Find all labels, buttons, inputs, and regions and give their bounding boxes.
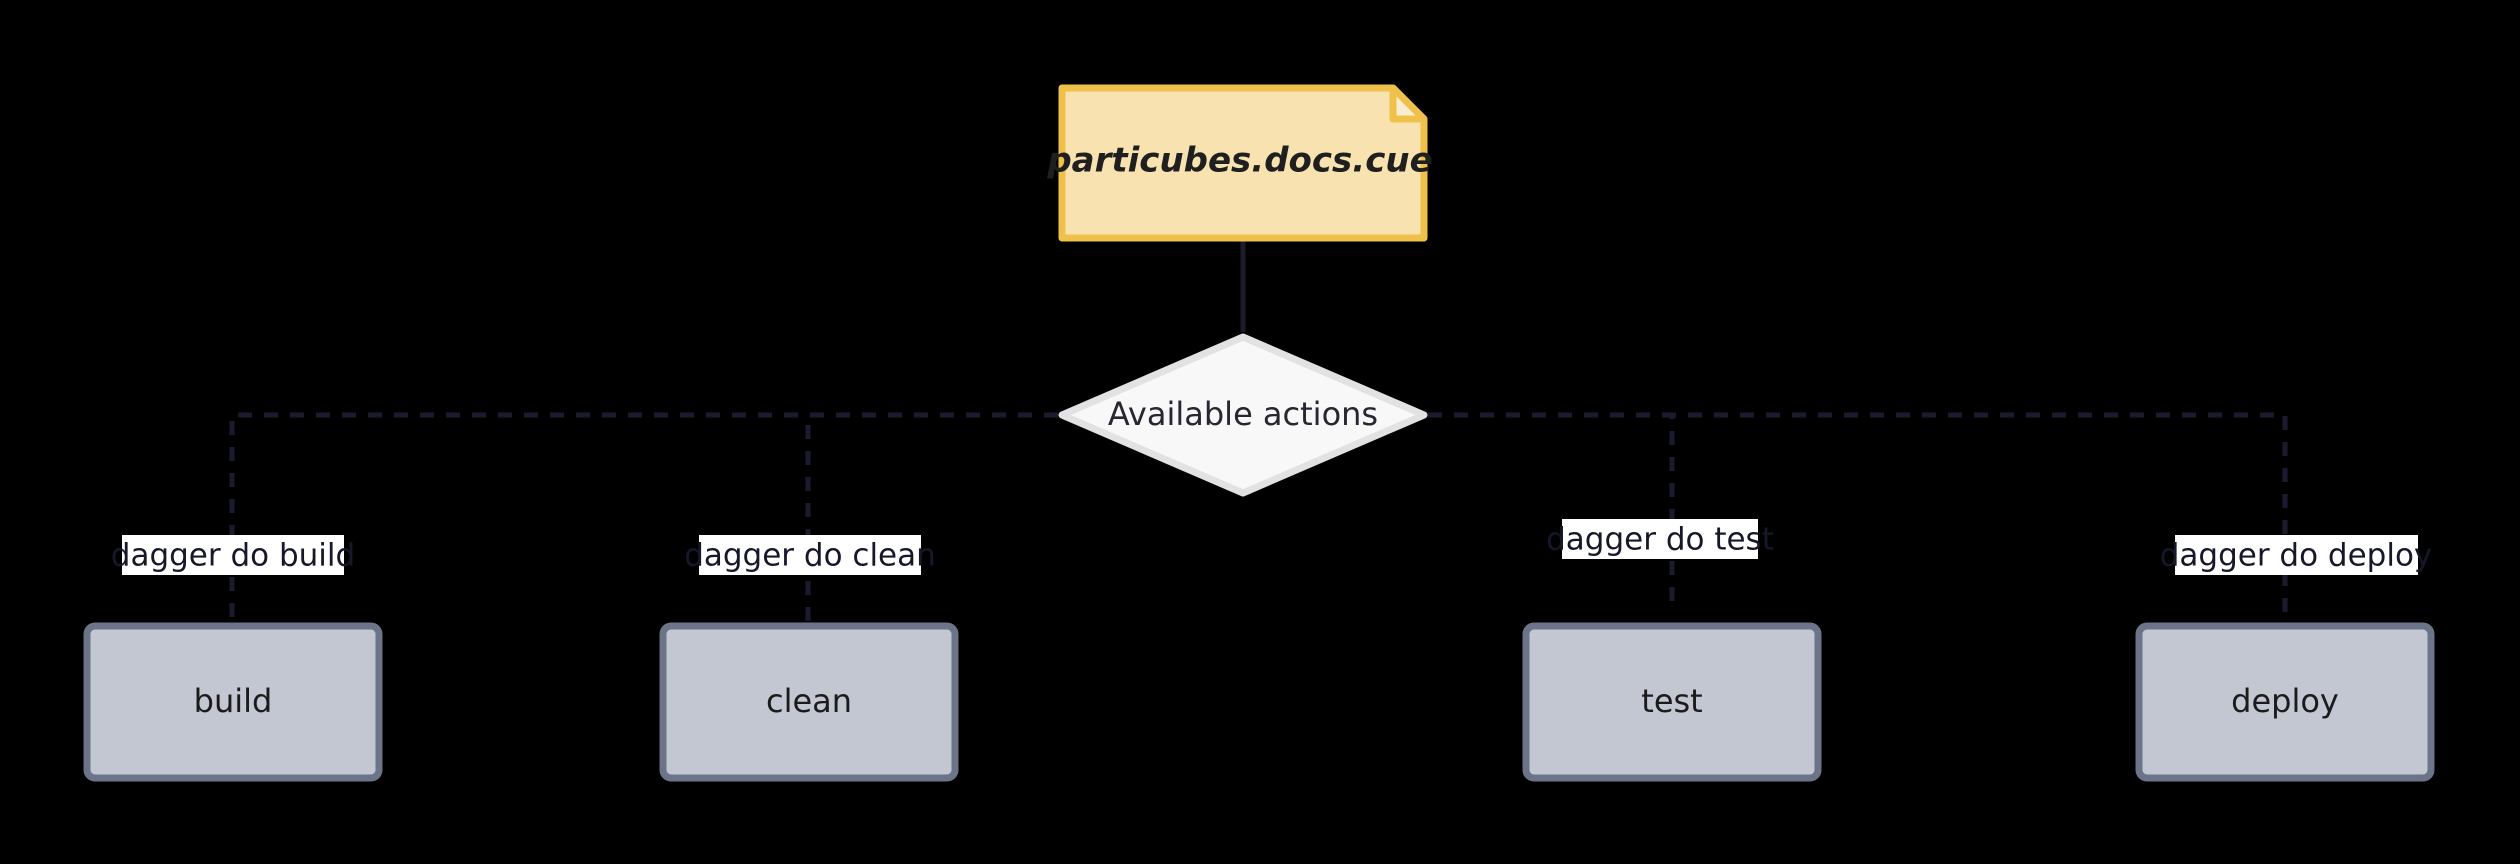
edge-label-clean: dagger do clean [684, 535, 936, 575]
edge-decision-to-test [1428, 412, 1675, 610]
edge-decision-to-clean [805, 412, 1058, 624]
edge-label-bg-deploy [2175, 535, 2418, 575]
node-source-note[interactable]: particubes.docs.cue [1046, 84, 1433, 242]
action-box-test [1522, 622, 1822, 782]
node-action-test[interactable]: test [1522, 622, 1822, 782]
note-fold-corner-icon [1389, 84, 1428, 123]
note-label: particubes.docs.cue [1046, 141, 1432, 181]
edge-label-text-test: dagger do test [1546, 522, 1774, 558]
edge-decision-to-build [229, 412, 1058, 624]
edge-label-text-deploy: dagger do deploy [2160, 538, 2433, 574]
action-label-build: build [194, 682, 273, 720]
edge-label-text-build: dagger do build [111, 538, 355, 574]
node-action-deploy[interactable]: deploy [2135, 622, 2435, 782]
edge-decision-to-deploy [1428, 412, 2288, 624]
edge-label-bg-build [122, 535, 344, 575]
edge-label-deploy: dagger do deploy [2160, 535, 2433, 575]
edge-label-test: dagger do test [1546, 519, 1774, 559]
action-box-clean [659, 622, 959, 782]
edge-label-group: dagger do build dagger do clean dagger d… [111, 519, 2433, 575]
decision-diamond-shape [1058, 333, 1428, 497]
node-decision-available-actions[interactable]: Available actions [1058, 333, 1428, 497]
decision-label: Available actions [1108, 395, 1378, 433]
action-box-build [83, 622, 383, 782]
action-label-deploy: deploy [2231, 682, 2339, 720]
action-box-deploy [2135, 622, 2435, 782]
node-action-build[interactable]: build [83, 622, 383, 782]
edge-label-build: dagger do build [111, 535, 355, 575]
node-action-clean[interactable]: clean [659, 622, 959, 782]
edge-label-text-clean: dagger do clean [684, 538, 936, 574]
action-label-clean: clean [766, 682, 852, 720]
edge-label-bg-test [1562, 519, 1758, 559]
action-label-test: test [1641, 682, 1702, 720]
edge-label-bg-clean [699, 535, 921, 575]
note-body-shape [1058, 84, 1428, 242]
